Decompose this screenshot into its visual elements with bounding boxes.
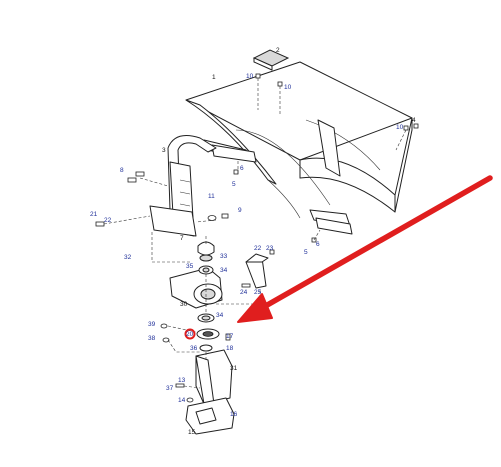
callout-34a: 34 <box>220 267 228 274</box>
fender-strap-left <box>203 139 257 163</box>
callout-2: 2 <box>276 47 280 54</box>
side-bracket <box>245 253 269 289</box>
callout-34b: 34 <box>216 312 224 319</box>
callout-31: 31 <box>230 365 238 372</box>
callout-5a: 5 <box>232 181 236 188</box>
callout-1: 1 <box>212 74 216 81</box>
bearing-stack-lower <box>196 313 220 352</box>
mount-bracket-top <box>252 49 290 71</box>
callout-33: 33 <box>220 253 228 260</box>
callout-25: 25 <box>254 289 262 296</box>
callout-35: 35 <box>186 263 194 270</box>
base-mount <box>185 349 235 435</box>
callout-36: 36 <box>190 345 198 352</box>
callout-39: 39 <box>148 321 156 328</box>
callout-10a: 10 <box>246 73 254 80</box>
callout-22b: 22 <box>254 245 262 252</box>
callout-labels: 1 2 10 10 10 4 3 8 6 5 7 11 21 22 9 32 3… <box>90 47 416 436</box>
red-pointer-arrow <box>237 175 493 323</box>
callout-6a: 6 <box>240 165 244 172</box>
callout-22a: 22 <box>104 217 112 224</box>
callout-9: 9 <box>238 207 242 214</box>
callout-8: 8 <box>120 167 124 174</box>
support-arm <box>149 135 217 237</box>
callout-13: 13 <box>178 377 186 384</box>
callout-24: 24 <box>240 289 248 296</box>
callout-30: 30 <box>180 301 188 308</box>
callout-5b: 5 <box>304 249 308 256</box>
callout-38: 38 <box>148 335 156 342</box>
callout-6b: 6 <box>316 241 320 248</box>
callout-37: 37 <box>166 385 174 392</box>
callout-10c: 10 <box>396 124 404 131</box>
callout-18: 18 <box>226 345 234 352</box>
pivot-housing <box>169 267 223 309</box>
callout-11: 11 <box>208 193 215 200</box>
callout-21: 21 <box>90 211 98 218</box>
callout-32: 32 <box>124 254 132 261</box>
callout-7: 7 <box>180 235 184 242</box>
callout-14: 14 <box>178 397 186 404</box>
bushing-stack-upper <box>197 241 215 275</box>
leader-lines <box>103 78 407 389</box>
fender-strap-right <box>309 209 353 235</box>
callout-3: 3 <box>162 147 166 154</box>
fender-panel <box>185 61 413 219</box>
callout-4: 4 <box>412 117 416 124</box>
callout-15: 15 <box>188 429 196 436</box>
callout-16: 16 <box>230 411 238 418</box>
callout-20: 20 <box>186 331 194 338</box>
highlight-circle <box>184 328 196 340</box>
callout-23: 23 <box>266 245 274 252</box>
callout-10b: 10 <box>284 84 292 91</box>
callout-17: 17 <box>226 333 234 340</box>
